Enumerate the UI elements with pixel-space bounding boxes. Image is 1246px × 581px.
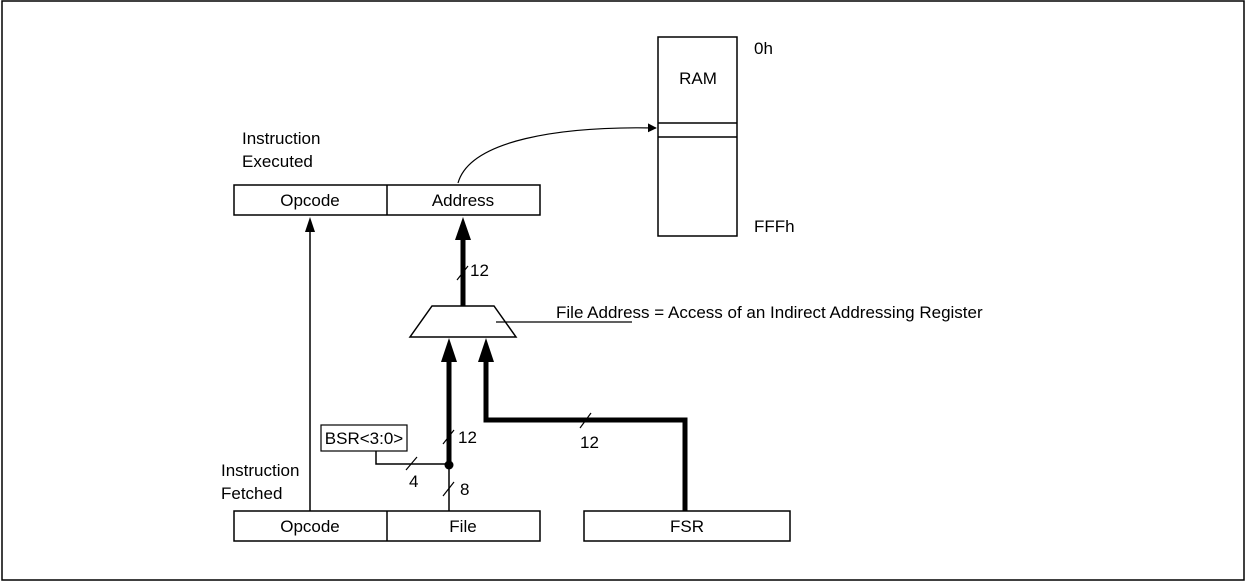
bsr-bus-width-tick	[405, 456, 418, 471]
file-path-bus-width-tick	[442, 429, 455, 445]
file-path-bus-arrowhead	[441, 338, 457, 362]
opcode-path-arrowhead	[305, 217, 315, 232]
fsr-bus-width-label: 12	[580, 433, 599, 452]
address-bus-width-label: 12	[470, 261, 489, 280]
instruction-fetched: Instruction Fetched Opcode File	[221, 461, 541, 542]
instruction-executed-caption-line1: Instruction	[242, 129, 320, 148]
executed-opcode-label: Opcode	[280, 191, 340, 210]
instruction-fetched-caption-line2: Fetched	[221, 484, 282, 503]
fetched-file-label: File	[449, 517, 476, 536]
fsr-label: FSR	[670, 517, 704, 536]
instruction-executed-caption-line2: Executed	[242, 152, 313, 171]
instruction-executed: Instruction Executed Opcode Address	[233, 129, 541, 216]
ram-label: RAM	[679, 69, 717, 88]
address-bus-width-tick	[456, 265, 469, 281]
file-bus-width-tick	[442, 481, 455, 497]
address-multiplexer	[408, 305, 518, 338]
fsr-bus-width-tick	[579, 412, 592, 429]
executed-address-label: Address	[432, 191, 494, 210]
fetched-opcode-label: Opcode	[280, 517, 340, 536]
address-bus-arrowhead	[455, 217, 471, 240]
ram-block: RAM 0h FFFh	[657, 36, 795, 237]
bsr-bus-line	[375, 451, 449, 465]
fsr-bus-arrowhead	[478, 338, 494, 362]
file-bus-width-label: 8	[460, 480, 469, 499]
bsr-box	[320, 424, 408, 452]
bsr-bus-width-label: 4	[409, 472, 418, 491]
ram-end-address: FFFh	[754, 217, 795, 236]
mux-annotation: File Address = Access of an Indirect Add…	[556, 303, 983, 322]
file-path-bus-width-label: 12	[458, 428, 477, 447]
address-to-ram-arrow	[457, 123, 657, 184]
bus-junction-dot	[444, 460, 454, 470]
ram-start-address: 0h	[754, 39, 773, 58]
bsr-label: BSR<3:0>	[325, 429, 404, 448]
instruction-fetched-caption-line1: Instruction	[221, 461, 299, 480]
